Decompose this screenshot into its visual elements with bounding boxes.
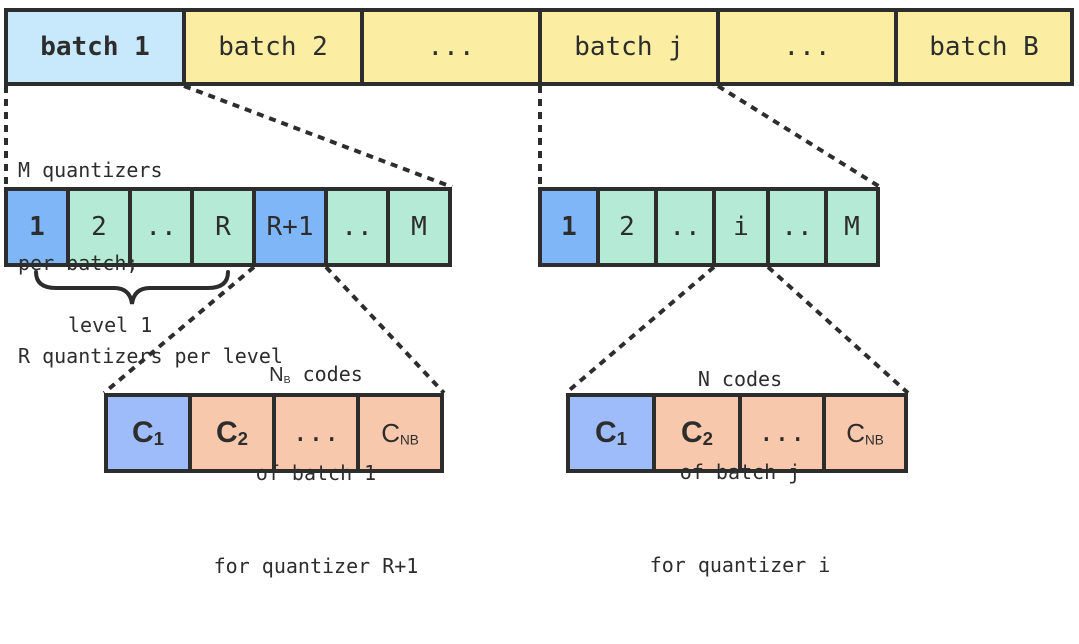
diagram-canvas: batch 1 batch 2 ... batch j ... batch B … (4, 8, 1074, 578)
conn-batch1-right (183, 84, 453, 189)
quantizer-label: R (215, 212, 231, 242)
code-label: CNB (846, 417, 884, 448)
quantizer-cell-M: M (386, 187, 452, 267)
quantizer-label: M (844, 212, 860, 242)
code-label: C1 (594, 416, 627, 449)
conn-r1-right (324, 265, 446, 395)
quantizer-cell-i: i (712, 187, 770, 267)
code-label: ... (758, 418, 806, 448)
quantizer-label: 1 (29, 212, 45, 242)
quantizer-cell-ellipsis: .. (654, 187, 716, 267)
quantizer-label: i (733, 212, 749, 242)
batch-cell-j: batch j (538, 8, 720, 86)
code-label: C2 (680, 416, 713, 449)
batch-cell-B: batch B (894, 8, 1074, 86)
code-cell-cnb: CNB (356, 393, 444, 473)
level-label: level 1 (68, 313, 153, 337)
quantizer-label: .. (781, 212, 813, 242)
batch-label: ... (783, 32, 831, 62)
code-label: CNB (381, 417, 419, 448)
quantizer-cell-ellipsis: .. (766, 187, 828, 267)
code-label: C2 (215, 416, 248, 449)
quantizer-label: M (411, 212, 427, 242)
batch-label: batch 1 (40, 32, 150, 62)
code-label: C1 (131, 416, 164, 449)
quantizer-cell-M: M (824, 187, 880, 267)
batch-cell-ellipsis: ... (360, 8, 542, 86)
quantizer-cell-R-plus-1: R+1 (252, 187, 328, 267)
code-cell-c2: C2 (188, 393, 276, 473)
quantizer-cell-ellipsis: .. (324, 187, 390, 267)
quantizer-label: .. (669, 212, 701, 242)
left-codes-note: NB codes of batch 1 for quantizer R+1 (213, 362, 419, 578)
quantizer-cell-2: 2 (66, 187, 132, 267)
quantizer-label: 2 (91, 212, 107, 242)
batch-label: batch j (574, 32, 684, 62)
batch-label: batch B (929, 32, 1039, 62)
level-brace (34, 270, 230, 305)
quantizer-cell-2: 2 (596, 187, 658, 267)
conn-batchj-right (716, 84, 882, 189)
connector-lines (4, 84, 910, 395)
batch-label: ... (427, 32, 475, 62)
quantizer-label: 1 (561, 212, 577, 242)
right-codes-note: N codes of batch j for quantizer i (649, 367, 831, 577)
quantizer-label: R+1 (266, 212, 314, 242)
conn-i-left (564, 265, 716, 395)
quantizer-label: .. (341, 212, 373, 242)
code-cell-cnb: CNB (822, 393, 908, 473)
batch-cell-2: batch 2 (182, 8, 364, 86)
quantizer-info-note: M quantizers per batch; R quantizers per… (18, 158, 283, 368)
code-cell-ellipsis: ... (738, 393, 826, 473)
code-cell-c1: C1 (104, 393, 192, 473)
quantizer-label: 2 (619, 212, 635, 242)
quantizer-cell-1: 1 (4, 187, 70, 267)
batch-cell-1: batch 1 (4, 8, 186, 86)
code-label: ... (292, 418, 340, 448)
batch-cell-ellipsis: ... (716, 8, 898, 86)
quantizer-cell-1: 1 (538, 187, 600, 267)
conn-r1-left (102, 265, 256, 395)
quantizer-label: .. (145, 212, 177, 242)
batch-label: batch 2 (218, 32, 328, 62)
code-cell-c2: C2 (652, 393, 742, 473)
conn-i-right (766, 265, 910, 395)
